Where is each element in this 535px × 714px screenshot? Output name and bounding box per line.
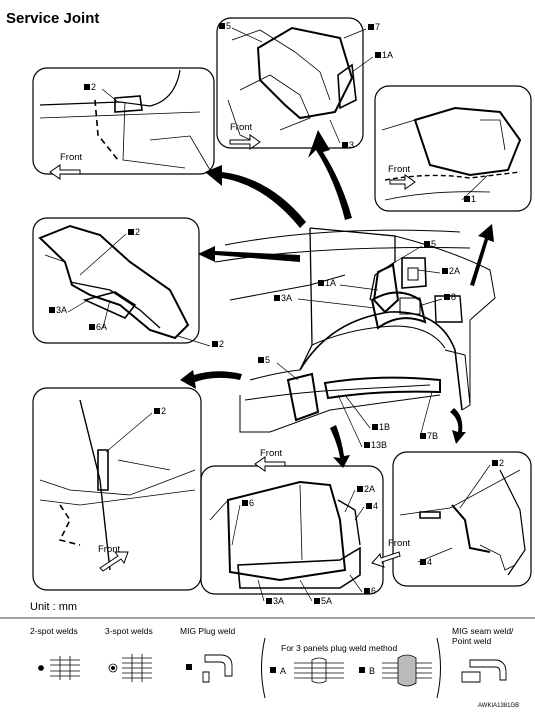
callout-5a: 5A xyxy=(321,596,332,606)
callout-4: 4 xyxy=(427,557,432,567)
front-label: Front xyxy=(388,164,411,175)
callout-4: 4 xyxy=(373,501,378,511)
callout-6: 6 xyxy=(249,498,254,508)
callout-3a: 3A xyxy=(273,596,284,606)
callout-1a: 1A xyxy=(382,50,393,60)
front-label: Front xyxy=(60,152,83,163)
callout-6: 6 xyxy=(371,586,376,596)
front-label: Front xyxy=(98,544,121,555)
callout-2a: 2A xyxy=(449,266,460,276)
method-a-label: A xyxy=(280,666,286,676)
callout-2: 2 xyxy=(499,458,504,468)
spot-weld-3-icon xyxy=(108,654,152,682)
legend-point-weld-label: Point weld xyxy=(452,636,491,646)
callout-7b: 7B xyxy=(427,431,438,441)
legend: 2-spot welds 3-spot welds MIG Plug weld … xyxy=(0,617,535,699)
mig-seam-weld-icon xyxy=(461,659,507,683)
detail-mid-left xyxy=(32,217,200,344)
callout-5: 5 xyxy=(265,355,270,365)
detail-upper-left xyxy=(32,67,215,175)
callout-8: 8 xyxy=(451,292,456,302)
callout-2: 2 xyxy=(219,339,224,349)
legend-mig-seam-label: MIG seam weld/ xyxy=(452,626,514,636)
callout-2a: 2A xyxy=(364,484,375,494)
callout-7: 7 xyxy=(375,22,380,32)
front-label: Front xyxy=(230,122,253,133)
detail-bottom-right xyxy=(392,451,532,587)
callout-1: 1 xyxy=(471,194,476,204)
plug-weld-a-icon: A xyxy=(270,657,344,684)
callout-6a: 6A xyxy=(96,322,107,332)
legend-mig-plug-label: MIG Plug weld xyxy=(180,626,236,636)
callout-2: 2 xyxy=(135,227,140,237)
callout-2: 2 xyxy=(91,82,96,92)
callout-3a: 3A xyxy=(56,305,67,315)
callout-5: 5 xyxy=(226,21,231,31)
callout-1a: 1A xyxy=(325,278,336,288)
front-label: Front xyxy=(260,448,283,459)
callouts: 5 7 1A 3 2 1 2 3A 6A 2 5 2A 1A 8 3A 5 1B… xyxy=(49,21,504,606)
detail-upper-right xyxy=(374,85,532,212)
center-body-side xyxy=(214,227,496,433)
legend-3-spot-label: 3-spot welds xyxy=(105,626,153,636)
method-b-label: B xyxy=(369,666,375,676)
front-label: Front xyxy=(388,538,411,549)
callout-5: 5 xyxy=(431,239,436,249)
front-indicators xyxy=(49,134,416,572)
callout-1b: 1B xyxy=(379,422,390,432)
callout-2: 2 xyxy=(161,406,166,416)
plug-weld-b-icon: B xyxy=(359,654,432,687)
callout-3: 3 xyxy=(349,140,354,150)
figure-code: AWKIA1381GB xyxy=(478,703,520,709)
detail-top-center xyxy=(216,17,364,149)
unit-label: Unit : mm xyxy=(30,601,78,613)
callout-3a: 3A xyxy=(281,293,292,303)
legend-three-panels-label: For 3 panels plug weld method xyxy=(281,643,398,653)
callout-leaders xyxy=(67,27,491,602)
spot-weld-2-icon xyxy=(38,656,80,680)
mig-plug-weld-icon xyxy=(186,654,233,683)
page-title: Service Joint xyxy=(6,10,100,27)
pointer-arrows xyxy=(180,130,494,468)
detail-bottom-center xyxy=(200,465,384,595)
legend-2-spot-label: 2-spot welds xyxy=(30,626,78,636)
callout-13b: 13B xyxy=(371,440,387,450)
